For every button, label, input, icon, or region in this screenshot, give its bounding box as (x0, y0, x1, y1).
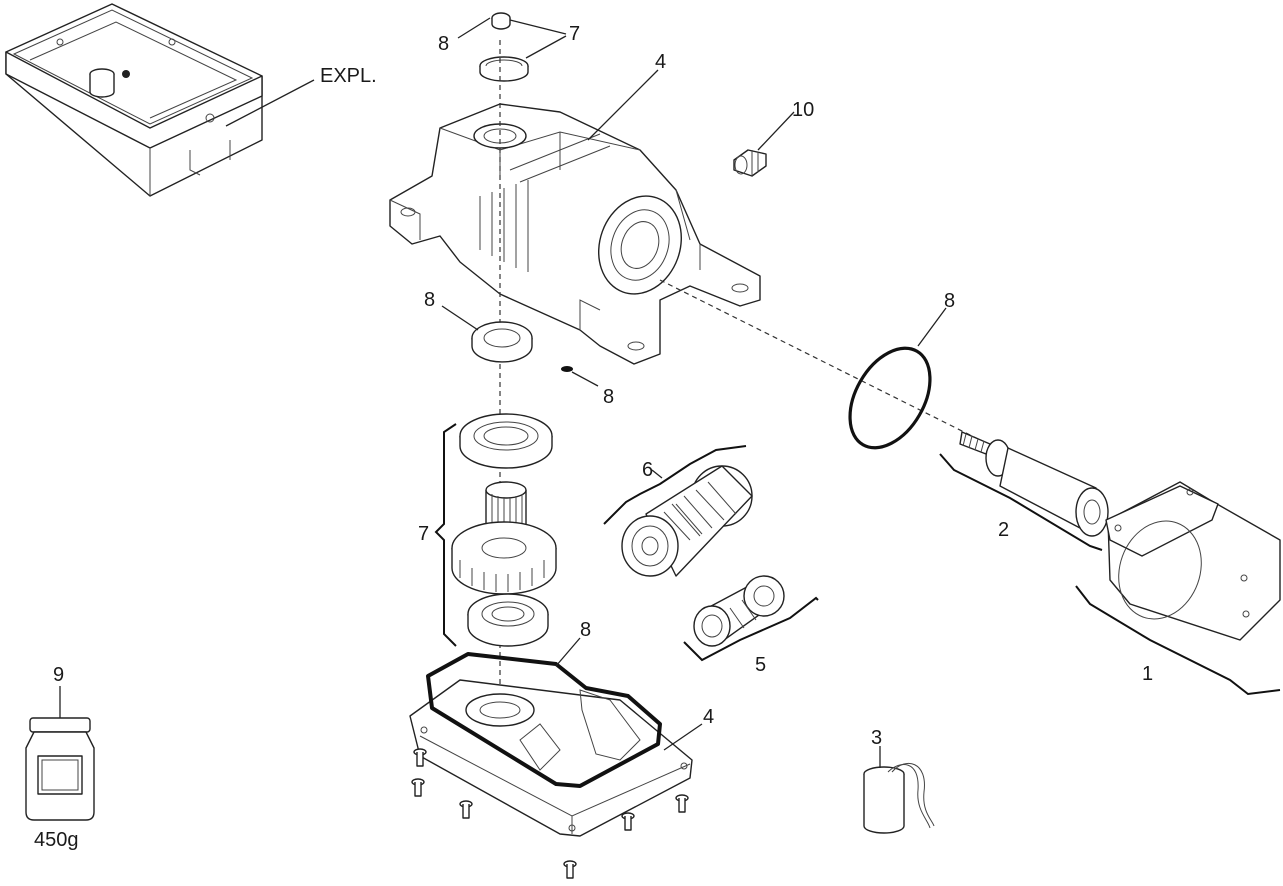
label-motor: 1 (1142, 663, 1153, 685)
upper-housing (389, 103, 761, 365)
bracket-motor (1075, 585, 1281, 696)
bracket-shaft-group (434, 423, 457, 647)
label-grease: 9 (53, 664, 64, 686)
label-expl: EXPL. (320, 65, 377, 87)
label-capacitor: 3 (871, 727, 882, 749)
cable-gland (733, 149, 767, 177)
label-shaft-group: 7 (418, 523, 429, 545)
label-gasket: 8 (580, 619, 591, 641)
label-small-seal: 8 (603, 386, 614, 408)
label-rotor-group: 2 (998, 519, 1009, 541)
o-ring (848, 346, 932, 450)
grease-jar (25, 717, 95, 821)
rotor-shaft (959, 431, 1109, 537)
bracket-gear-group (603, 445, 747, 525)
motor (1105, 481, 1281, 641)
bearing-upper (459, 413, 553, 469)
label-top-cap: 8 (438, 33, 449, 55)
label-pinion-group: 5 (755, 654, 766, 676)
label-oring: 8 (944, 290, 955, 312)
axis-motor (659, 279, 981, 441)
gear-cluster (621, 465, 753, 577)
bracket-rotor-group (939, 453, 1103, 551)
label-cable-gland: 10 (792, 99, 814, 121)
upper-seal (471, 321, 533, 363)
bracket-pinion-group (683, 596, 819, 662)
gasket (426, 652, 662, 788)
label-upper-seal: 8 (424, 289, 435, 311)
gear-shaft (451, 481, 557, 595)
circlip (479, 56, 529, 82)
pinion-cluster (693, 575, 785, 647)
label-grease-weight: 450g (34, 829, 79, 851)
leader-expl (225, 79, 315, 127)
label-gear-group: 6 (642, 459, 653, 481)
screws (411, 748, 689, 879)
label-housing-top: 4 (655, 51, 666, 73)
top-cap (491, 12, 511, 30)
bearing-lower (467, 593, 549, 647)
lower-housing (409, 679, 693, 837)
label-circlip: 7 (569, 23, 580, 45)
capacitor (863, 762, 935, 834)
label-housing-bottom: 4 (703, 706, 714, 728)
small-seal (561, 366, 573, 372)
expl-tray (5, 3, 263, 197)
